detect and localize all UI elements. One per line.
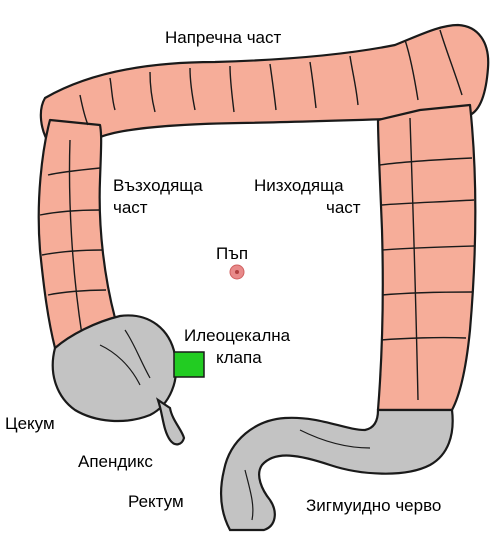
label-rectum: Ректум xyxy=(128,492,184,511)
label-appendix: Апендикс xyxy=(78,452,153,471)
descending-colon-pink xyxy=(376,103,477,412)
label-ileocecal-2: клапа xyxy=(216,348,262,367)
label-descending-1: Низходяща xyxy=(254,176,344,195)
label-ascending-2: част xyxy=(113,198,148,217)
label-ileocecal-1: Илеоцекална xyxy=(184,326,291,345)
label-ascending-1: Възходяща xyxy=(113,176,203,195)
sigmoid-rectum xyxy=(220,408,454,532)
ileocecal-valve xyxy=(173,351,205,378)
appendix-shape xyxy=(155,397,186,446)
transverse-colon xyxy=(39,23,490,147)
label-descending-2: част xyxy=(326,198,361,217)
haustra-lines xyxy=(39,29,475,401)
label-transverse: Напречна част xyxy=(165,28,282,47)
cecum-shape xyxy=(51,314,186,446)
label-navel: Пъп xyxy=(216,244,249,263)
colon-pink xyxy=(37,23,490,412)
label-cecum: Цекум xyxy=(5,414,55,433)
label-sigmoid: Зигмуидно черво xyxy=(306,496,442,515)
ascending-colon-pink xyxy=(37,118,117,350)
